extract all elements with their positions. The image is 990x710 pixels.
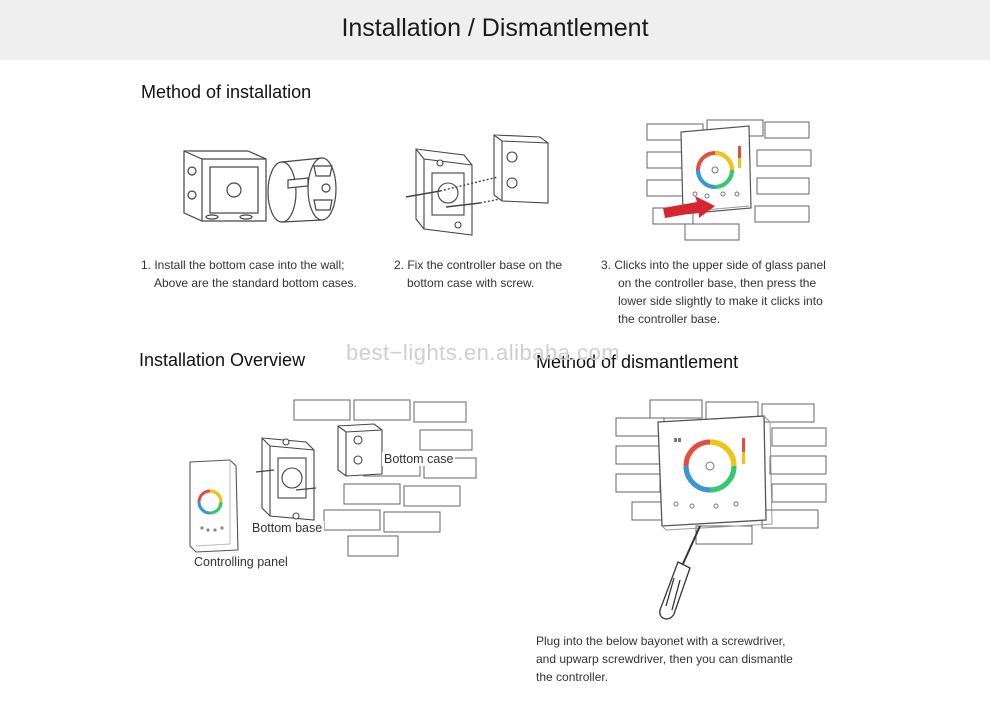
bottom-case-round-illustration <box>267 157 337 223</box>
page-title: Installation / Dismantlement <box>341 14 649 42</box>
overview-bottom-case <box>337 423 383 477</box>
label-bottom-case: Bottom case <box>382 452 456 466</box>
label-bottom-base: Bottom base <box>250 521 325 535</box>
overview-bottom-base <box>255 437 317 521</box>
glass-panel-on-wall-illustration <box>646 119 812 241</box>
bottom-case-square-illustration <box>183 150 267 222</box>
dismantle-caption: Plug into the below bayonet with a screw… <box>536 634 793 684</box>
heading-dismantle-method: Method of dismantlement <box>536 352 739 372</box>
step-2-caption: 2. Fix the controller base on the bottom… <box>394 258 563 290</box>
controller-base-illustration <box>405 134 549 236</box>
step-1-caption: 1. Install the bottom case into the wall… <box>141 258 357 290</box>
step-3-caption: 3. Clicks into the upper side of glass p… <box>601 258 826 326</box>
label-controlling-panel: Controlling panel <box>192 555 290 569</box>
dismantle-illustration <box>615 399 827 620</box>
heading-install-overview: Installation Overview <box>139 350 306 370</box>
overview-controlling-panel <box>189 459 239 553</box>
heading-install-method: Method of installation <box>141 82 312 102</box>
title-banner: Installation / Dismantlement <box>0 0 990 60</box>
red-arrow-icon <box>663 196 715 218</box>
screwdriver-illustration <box>659 525 701 620</box>
watermark: best−lights.en.alibaba.com <box>346 340 621 365</box>
